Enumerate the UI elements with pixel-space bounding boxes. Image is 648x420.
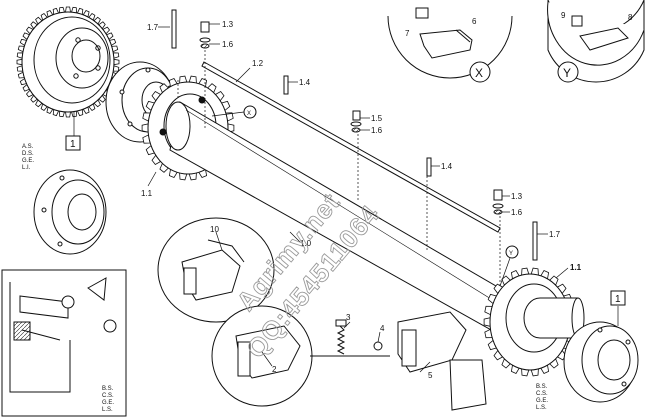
callout-2: 2 xyxy=(272,365,277,374)
alignment-lines xyxy=(177,50,501,296)
callout-1-6-top: 1.6 xyxy=(222,40,234,49)
note-inset-line-4: L.S. xyxy=(102,407,113,413)
callout-1-7-right: 1.7 xyxy=(549,230,561,239)
gear-tooth xyxy=(483,317,491,327)
callout-1-1-right: 1.1 xyxy=(570,263,582,272)
gear-tooth xyxy=(16,58,23,66)
callout-1-6-right: 1.6 xyxy=(511,208,523,217)
ref-label-x: X xyxy=(247,111,251,117)
main-shaft xyxy=(165,101,521,337)
note-inset-line-2: C.S. xyxy=(102,393,114,399)
detail-x-label: X xyxy=(475,66,483,80)
note-inset-line-3: G.E. xyxy=(102,400,114,406)
note-right-line-3: G.E. xyxy=(536,398,548,404)
right-sprocket xyxy=(483,267,585,377)
spring-3 xyxy=(335,319,347,355)
note-right: B.S. C.S. G.E. L.S. xyxy=(536,384,548,411)
detail-x-badge xyxy=(469,61,491,83)
detail-circle-x xyxy=(387,7,513,79)
callout-3: 3 xyxy=(346,313,351,322)
callout-7: 7 xyxy=(405,29,410,38)
note-inset-line-1: B.S. xyxy=(102,386,114,392)
gear-tooth xyxy=(65,6,71,13)
box-label-1-right-text: 1 xyxy=(615,294,621,305)
note-right-line-2: C.S. xyxy=(536,391,548,397)
callout-1-6-mid: 1.6 xyxy=(371,126,383,135)
callout-1-2: 1.2 xyxy=(252,59,264,68)
box-label-1-left xyxy=(65,135,81,151)
box-label-1-right xyxy=(610,290,626,306)
box-label-1-left-text: 1 xyxy=(70,139,76,150)
callout-1-7-top: 1.7 xyxy=(147,23,159,32)
callout-numbers: 1.7 1.3 1.6 1.2 1.4 1.5 1.6 1.4 1.3 1.6 … xyxy=(141,11,633,380)
note-left: A.S. D.S. G.E. L.I. xyxy=(22,144,34,171)
ref-circle-x xyxy=(243,105,257,119)
gear-tooth xyxy=(65,111,71,118)
callout-9: 9 xyxy=(561,11,566,20)
callout-10: 10 xyxy=(210,225,219,234)
callout-1-4-top: 1.4 xyxy=(299,78,311,87)
callout-1-1-left: 1.1 xyxy=(141,189,153,198)
gear-tooth xyxy=(113,58,120,66)
callout-1-4-mid: 1.4 xyxy=(441,162,453,171)
note-inset: B.S. C.S. G.E. L.S. xyxy=(102,386,114,413)
note-left-line-1: A.S. xyxy=(22,144,34,150)
callout-4: 4 xyxy=(380,324,385,333)
gear-tooth xyxy=(141,123,149,133)
callout-8: 8 xyxy=(628,13,633,22)
note-right-line-4: L.S. xyxy=(536,405,547,411)
detail-circle-10 xyxy=(157,217,275,323)
callout-5: 5 xyxy=(428,371,433,380)
leader-lines xyxy=(73,23,619,373)
callout-1-5: 1.5 xyxy=(371,114,383,123)
ref-circle-y xyxy=(505,245,519,259)
callout-1-3-right: 1.3 xyxy=(511,192,523,201)
large-gear xyxy=(16,6,120,118)
note-right-line-1: B.S. xyxy=(536,384,548,390)
ref-label-y: Y xyxy=(509,251,513,257)
callout-1-0: 1.0 xyxy=(300,239,312,248)
detail-circle-2 xyxy=(211,305,390,407)
long-rod xyxy=(201,61,501,233)
bolts-and-pins xyxy=(171,9,538,261)
note-left-line-3: G.E. xyxy=(22,158,34,164)
detail-y-badge xyxy=(557,61,579,83)
callout-6: 6 xyxy=(472,17,477,26)
detail-y-label: Y xyxy=(563,66,571,80)
callout-1-3-top: 1.3 xyxy=(222,20,234,29)
note-left-line-4: L.I. xyxy=(22,165,31,171)
left-bearing-housing xyxy=(33,169,107,255)
bracket-assembly-5 xyxy=(373,311,487,411)
inset-frame-view xyxy=(1,269,127,417)
right-bearing-housing xyxy=(563,321,639,403)
note-left-line-2: D.S. xyxy=(22,151,34,157)
